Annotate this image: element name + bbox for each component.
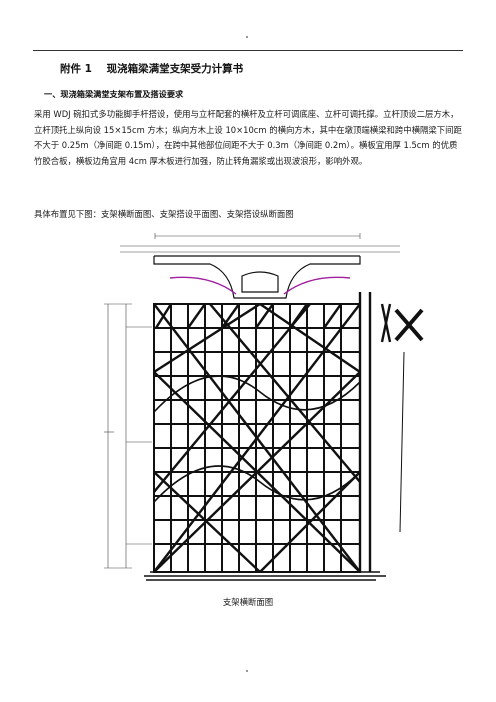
paragraph-text: 采用 WDJ 碗扣式多功能脚手杆搭设，使用与立杆配套的横杆及立杆可调底座、立杆可… bbox=[34, 109, 462, 166]
scaffold-cross-section-drawing bbox=[104, 233, 424, 581]
figure-caption: 支架横断面图 bbox=[222, 597, 274, 607]
dimension-lines bbox=[104, 233, 400, 569]
box-girder-section bbox=[153, 255, 361, 299]
header-dot bbox=[246, 36, 248, 38]
footer-dot bbox=[246, 670, 248, 672]
diagonal-bracing bbox=[153, 302, 361, 573]
body-paragraph: 采用 WDJ 碗扣式多功能脚手杆搭设，使用与立杆配套的横杆及立杆可调底座、立杆可… bbox=[34, 107, 464, 169]
layout-reference-line: 具体布置见下图：支架横断面图、支架搭设平面图、支架搭设纵断面图 bbox=[34, 209, 294, 219]
section-heading: 一、现浇箱梁满堂支架布置及搭设要求 bbox=[44, 89, 184, 99]
header-rule bbox=[33, 50, 463, 51]
outer-right-bracing bbox=[358, 292, 424, 572]
document-title: 附件 1 现浇箱梁满堂支架受力计算书 bbox=[60, 63, 244, 75]
ground-footing bbox=[144, 571, 386, 581]
